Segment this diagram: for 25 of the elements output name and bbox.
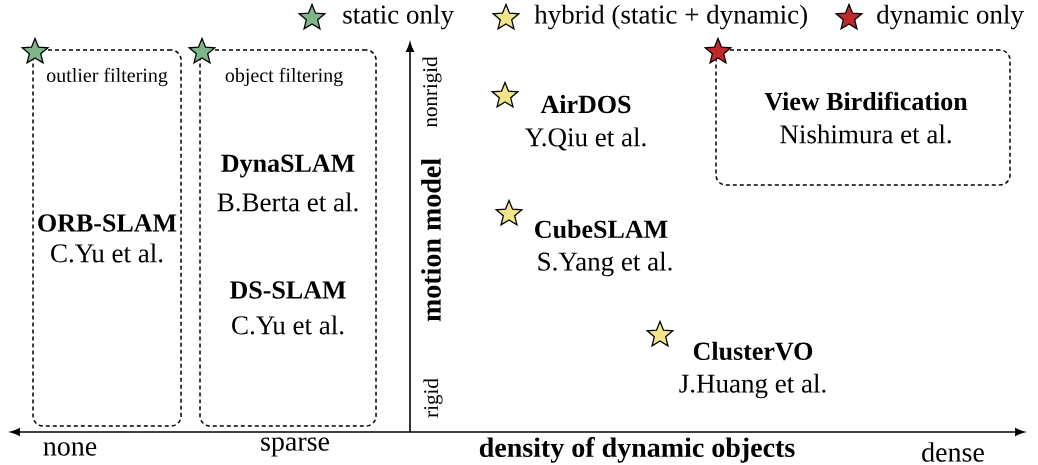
axis-label: nonrigid: [422, 56, 442, 128]
legend-label: dynamic only: [877, 4, 1024, 30]
axis-label: rigid: [423, 378, 443, 418]
author-label: B.Berta et al.: [217, 192, 358, 212]
method-name: DynaSLAM: [221, 154, 355, 178]
author-label: J.Huang et al.: [679, 373, 826, 399]
method-name: View Birdification: [764, 91, 968, 111]
axis-label: dense: [922, 442, 984, 462]
author-label: C.Yu et al.: [232, 315, 344, 335]
method-name: CubeSLAM: [535, 219, 668, 239]
legend-label: hybrid (static + dynamic): [534, 4, 807, 30]
author-label: Nishimura et al.: [780, 124, 951, 144]
axis-title: density of dynamic objects: [479, 437, 795, 463]
category-heading: outlier filtering: [46, 67, 168, 87]
author-label: C.Yu et al.: [51, 243, 163, 263]
legend-label: static only: [343, 4, 454, 30]
method-name: ORB-SLAM: [38, 214, 177, 232]
author-label: Y.Qiu et al.: [525, 127, 646, 151]
category-heading: object filtering: [225, 67, 343, 87]
axis-title: motion model: [421, 158, 441, 322]
method-name: DS-SLAM: [229, 281, 346, 299]
method-name: ClusterVO: [693, 341, 813, 361]
author-label: S.Yang et al.: [538, 251, 672, 277]
axis-label: sparse: [261, 437, 329, 457]
method-name: AirDOS: [540, 94, 631, 114]
